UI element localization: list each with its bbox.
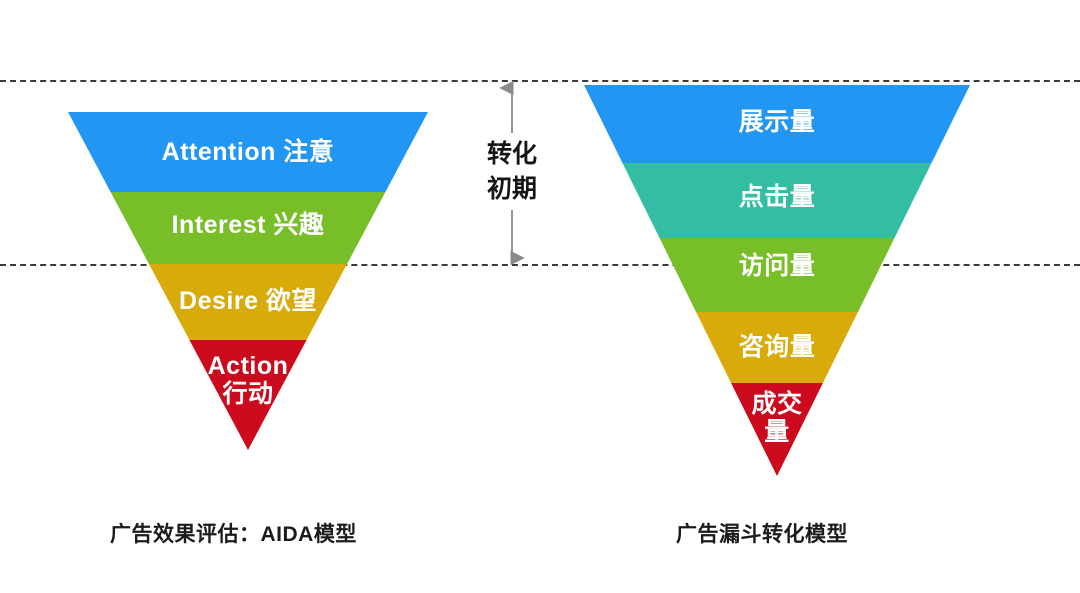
funnel-band-impressions[interactable] [584, 85, 970, 163]
guide-line-top [0, 80, 1080, 82]
funnel-band-inquiries[interactable] [696, 312, 858, 383]
annotation-label: 转化 初期 [452, 133, 572, 210]
funnel-band-clicks[interactable] [622, 163, 932, 238]
funnel-channel-shape [584, 85, 970, 476]
funnel-aida[interactable]: Attention 注意 Interest 兴趣 Desire 欲望 Actio… [68, 112, 428, 450]
funnel-aida-shape [68, 112, 428, 450]
annotation-conversion-early: 转化 初期 [452, 80, 572, 266]
funnel-band-deals[interactable] [731, 383, 823, 476]
caption-aida: 广告效果评估：AIDA模型 [110, 523, 357, 546]
caption-channel: 广告漏斗转化模型 [676, 523, 848, 546]
guide-line-bottom [0, 264, 1080, 266]
funnel-band-action[interactable] [189, 340, 307, 450]
funnel-band-desire[interactable] [148, 264, 348, 340]
funnel-channel[interactable]: 展示量 点击量 访问量 咨询量 成交 量 [584, 85, 970, 476]
funnel-band-attention[interactable] [68, 112, 428, 192]
funnel-band-visits[interactable] [659, 238, 895, 312]
funnel-band-interest[interactable] [110, 192, 386, 264]
